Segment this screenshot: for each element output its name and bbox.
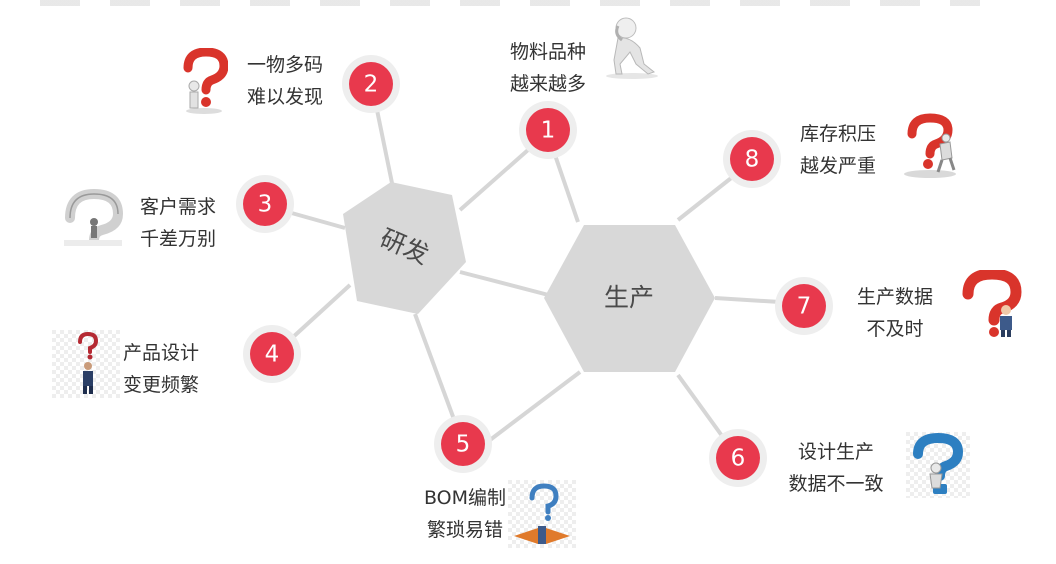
node-6-label: 设计生产 数据不一致	[788, 441, 884, 495]
thinking-person-icon	[606, 17, 658, 79]
node-4-number: 4	[265, 342, 280, 368]
connector-prod-1	[553, 154, 580, 223]
question-mark-person-icon	[904, 113, 956, 178]
hub-prod-label: 生产	[604, 283, 654, 312]
node-5: 5	[434, 415, 492, 473]
connector-prod-6	[676, 373, 727, 442]
connector-rd-3	[287, 210, 346, 230]
node-2-label: 一物多码 难以发现	[247, 54, 324, 108]
hub-rd-hexagon	[343, 182, 466, 314]
connector-rd-prod	[459, 270, 561, 300]
node-3-number: 3	[258, 192, 273, 218]
node-2-number: 2	[364, 72, 379, 98]
node-5-label: BOM编制 繁琐易错	[423, 487, 507, 541]
connector-rd-1	[458, 148, 530, 212]
hub-prod-hexagon	[544, 225, 715, 372]
node-1: 1	[519, 101, 577, 159]
node-3: 3	[236, 175, 294, 233]
node-7: 7	[775, 277, 833, 335]
connector-rd-2	[375, 109, 394, 184]
connector-prod-5	[488, 370, 582, 442]
node-2: 2	[342, 55, 400, 113]
node-7-number: 7	[797, 294, 812, 320]
hub-prod: 生产	[544, 225, 715, 372]
question-mark-person-icon	[64, 188, 124, 246]
question-mark-person-icon	[52, 330, 120, 398]
connector-prod-7	[714, 296, 781, 304]
node-1-number: 1	[541, 118, 556, 144]
question-mark-person-icon	[962, 270, 1022, 337]
node-6: 6	[709, 429, 767, 487]
node-5-number: 5	[456, 432, 471, 458]
question-mark-person-icon	[508, 480, 576, 548]
decorative-top-strip	[40, 0, 980, 6]
connector-rd-4	[290, 283, 352, 340]
hub-rd: 研发	[343, 182, 466, 314]
question-mark-person-icon	[183, 48, 228, 114]
node-7-label: 生产数据 不及时	[856, 286, 933, 340]
numbered-nodes: 1 2 3 4 5 6 7	[236, 55, 833, 487]
node-8-number: 8	[745, 147, 760, 173]
node-4-label: 产品设计 变更频繁	[123, 342, 200, 396]
connector-lines	[287, 109, 781, 442]
node-6-number: 6	[731, 446, 746, 472]
node-3-label: 客户需求 千差万别	[140, 196, 217, 250]
node-8-label: 库存积压 越发严重	[800, 123, 877, 177]
connector-prod-8	[676, 173, 737, 222]
question-mark-person-icon	[906, 432, 970, 498]
connector-rd-5	[413, 313, 457, 423]
node-4: 4	[243, 325, 301, 383]
node-1-label: 物料品种 越来越多	[509, 41, 586, 95]
node-8: 8	[723, 130, 781, 188]
